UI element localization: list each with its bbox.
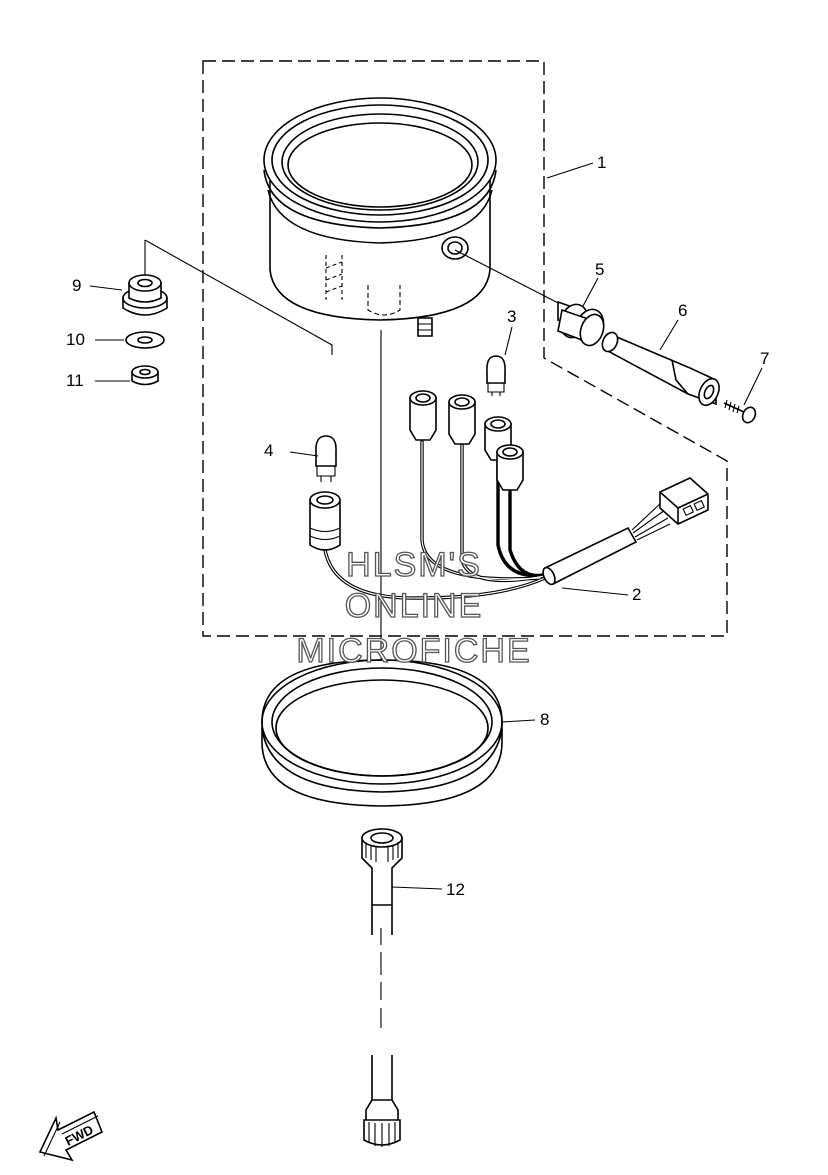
part-9-grommet [122,274,168,316]
callout-5: 5 [595,260,604,279]
meter-assembly [263,97,497,337]
part-8-ring [261,659,503,807]
callout-2: 2 [632,585,641,604]
callout-9: 9 [72,276,81,295]
bulb-socket-c [484,416,512,461]
part-3-bulb [486,355,506,396]
callout-6: 6 [678,301,687,320]
part-4-bulb [315,435,337,482]
bulb-socket-d [496,444,524,491]
callout-7: 7 [760,349,769,368]
callout-8: 8 [540,710,549,729]
watermark-line-3: MICROFICHE [296,632,531,670]
watermark-line-1: HLSM'S [346,546,482,584]
part-12-cable [361,828,403,1147]
part-2-wire-harness [323,440,709,600]
part-11-nut [131,365,159,386]
fwd-arrow-icon: FWD [38,1110,104,1162]
watermark-line-2: ONLINE [345,587,484,625]
part-10-washer [125,331,165,349]
callout-4: 4 [264,441,273,460]
part-6-sleeve [601,331,720,407]
callout-3: 3 [507,307,516,326]
part-7-screw [723,399,757,424]
callout-10: 10 [66,330,85,349]
callout-11: 11 [66,371,84,390]
callout-12: 12 [446,880,465,899]
assembly-boundary [202,60,728,637]
callout-1: 1 [597,153,606,172]
large-bulb-socket [309,491,341,551]
part-5-collar [557,300,605,347]
bulb-socket-b [448,394,476,445]
bulb-socket-a [409,390,437,441]
